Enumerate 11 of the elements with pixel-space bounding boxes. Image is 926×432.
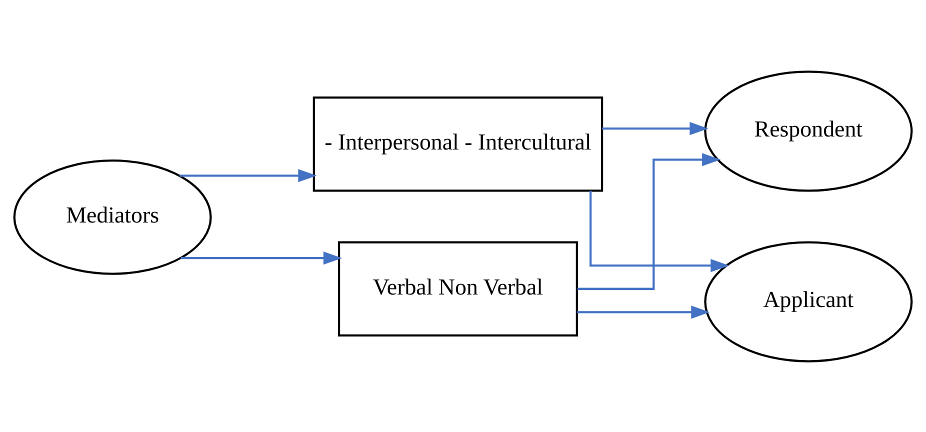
arrow bbox=[180, 168, 317, 182]
arrow bbox=[577, 305, 710, 318]
arrow bbox=[602, 122, 708, 135]
node-ellipse: Mediators bbox=[13, 159, 212, 274]
node-box: Verbal Non Verbal bbox=[338, 240, 578, 336]
arrow bbox=[577, 152, 721, 290]
arrow bbox=[590, 190, 730, 272]
node-ellipse: Respondent bbox=[704, 70, 913, 192]
arrow bbox=[180, 251, 342, 264]
node-ellipse: Applicant bbox=[704, 240, 913, 362]
node-box: - Interpersonal - Intercultural bbox=[312, 96, 604, 192]
